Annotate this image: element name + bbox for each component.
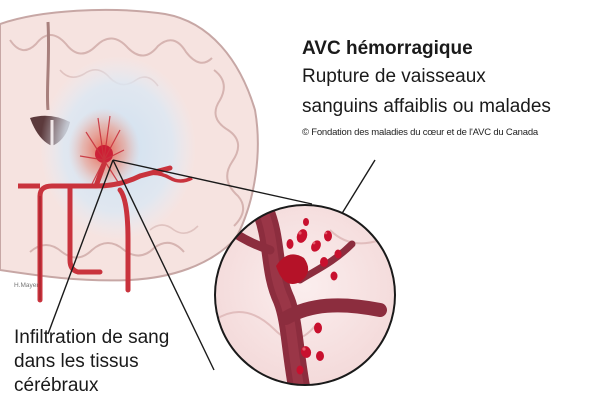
diagram-title: AVC hémorragique — [302, 38, 473, 60]
brain-section — [0, 10, 258, 300]
artist-signature: H.Mayer — [14, 282, 39, 289]
copyright-credit: © Fondation des maladies du cœur et de l… — [302, 127, 538, 138]
subtitle-line-2: sanguins affaiblis ou malades — [302, 92, 551, 122]
diagram-subtitle: Rupture de vaisseaux sanguins affaiblis … — [302, 62, 551, 122]
caption-line-1: Infiltration de sang — [14, 326, 169, 350]
caption: Infiltration de sang dans les tissus cér… — [14, 326, 169, 398]
caption-line-2: dans les tissus — [14, 350, 169, 374]
subtitle-line-1: Rupture de vaisseaux — [302, 62, 551, 92]
caption-line-3: cérébraux — [14, 374, 169, 398]
magnified-view — [215, 205, 395, 392]
